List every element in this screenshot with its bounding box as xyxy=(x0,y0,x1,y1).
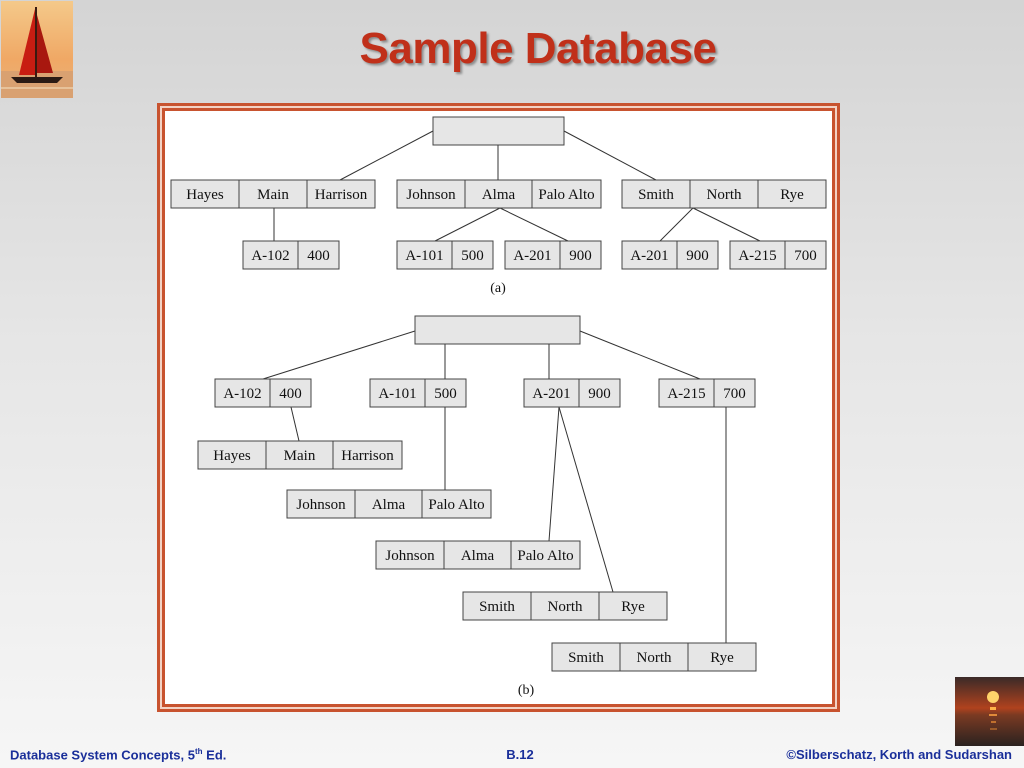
customer-record-b xyxy=(197,440,403,470)
tree-edge xyxy=(339,130,434,181)
customer-record-a-cell: Harrison xyxy=(315,187,368,203)
account-record-a-cell: 400 xyxy=(307,248,330,264)
customer-record-a-cell: Alma xyxy=(482,187,516,203)
tree-edge xyxy=(692,207,761,242)
account-record-a xyxy=(396,240,494,270)
tree-edge xyxy=(563,130,657,181)
customer-record-a-cell: Palo Alto xyxy=(538,187,594,203)
tree-edge xyxy=(499,207,569,242)
account-record-b-cell: 400 xyxy=(279,386,302,402)
customer-record-b-cell: Harrison xyxy=(341,448,394,464)
sailboat-logo-icon xyxy=(1,1,73,98)
customer-record-a-cell: Smith xyxy=(638,187,674,203)
customer-record-b-cell: Palo Alto xyxy=(428,497,484,513)
customer-record-a-cell: Rye xyxy=(780,187,804,203)
account-record-b xyxy=(214,378,312,408)
customer-record-b xyxy=(286,489,492,519)
footer-page-number: B.12 xyxy=(506,747,534,762)
footer-copyright: ©Silberschatz, Korth and Sudarshan xyxy=(786,747,1012,762)
customer-record-b-cell: Palo Alto xyxy=(517,548,573,564)
account-record-a-cell: A-101 xyxy=(405,248,443,264)
customer-record-b-cell: Rye xyxy=(710,650,734,666)
customer-record-a-cell: Main xyxy=(257,187,289,203)
root-node-a xyxy=(432,116,565,146)
account-record-b xyxy=(658,378,756,408)
tree-edge xyxy=(579,330,701,380)
tree-edge xyxy=(290,406,300,442)
account-record-a-cell: A-102 xyxy=(251,248,289,264)
account-record-a-cell: 900 xyxy=(569,248,592,264)
customer-record-b-cell: North xyxy=(637,650,672,666)
account-record-a-cell: A-201 xyxy=(513,248,551,264)
customer-record-b-cell: Alma xyxy=(372,497,406,513)
account-record-b-cell: 700 xyxy=(723,386,746,402)
account-record-b-cell: A-201 xyxy=(532,386,570,402)
customer-record-a-cell: Hayes xyxy=(186,187,224,203)
page-title: Sample Database xyxy=(359,24,717,73)
caption-b: (b) xyxy=(518,683,535,698)
account-record-a xyxy=(242,240,340,270)
tree-edge xyxy=(558,406,614,593)
customer-record-a xyxy=(396,179,602,209)
account-record-b-cell: 500 xyxy=(434,386,457,402)
account-record-b-cell: 900 xyxy=(588,386,611,402)
account-record-b-cell: A-101 xyxy=(378,386,416,402)
account-record-a-cell: 700 xyxy=(794,248,817,264)
sunset-logo-icon xyxy=(955,677,1024,746)
customer-record-b-cell: Smith xyxy=(479,599,515,615)
tree-edge xyxy=(262,330,416,380)
tree-edge xyxy=(659,207,694,242)
account-record-b xyxy=(523,378,621,408)
customer-record-b-cell: Johnson xyxy=(296,497,346,513)
caption-a: (a) xyxy=(490,281,506,296)
customer-record-a xyxy=(621,179,827,209)
customer-record-b xyxy=(375,540,581,570)
account-record-a xyxy=(729,240,827,270)
customer-record-b-cell: North xyxy=(548,599,583,615)
customer-record-a-cell: North xyxy=(707,187,742,203)
tree-edge xyxy=(548,406,560,542)
account-record-a xyxy=(504,240,602,270)
customer-record-a xyxy=(170,179,376,209)
customer-record-b xyxy=(462,591,668,621)
customer-record-b-cell: Rye xyxy=(621,599,645,615)
tree-edge xyxy=(434,207,501,242)
account-record-b-cell: A-102 xyxy=(223,386,261,402)
account-record-a-cell: A-201 xyxy=(630,248,668,264)
customer-record-b-cell: Johnson xyxy=(385,548,435,564)
account-record-a-cell: A-215 xyxy=(738,248,776,264)
customer-record-a-cell: Johnson xyxy=(406,187,456,203)
account-record-a-cell: 500 xyxy=(461,248,484,264)
account-record-a-cell: 900 xyxy=(686,248,709,264)
account-record-b-cell: A-215 xyxy=(667,386,705,402)
account-record-b xyxy=(369,378,467,408)
customer-record-b xyxy=(551,642,757,672)
customer-record-b-cell: Smith xyxy=(568,650,604,666)
account-record-a xyxy=(621,240,719,270)
customer-record-b-cell: Alma xyxy=(461,548,495,564)
customer-record-b-cell: Main xyxy=(284,448,316,464)
footer-book-title: Database System Concepts, 5th Ed. xyxy=(10,747,227,763)
root-node-b xyxy=(414,315,581,345)
customer-record-b-cell: Hayes xyxy=(213,448,251,464)
